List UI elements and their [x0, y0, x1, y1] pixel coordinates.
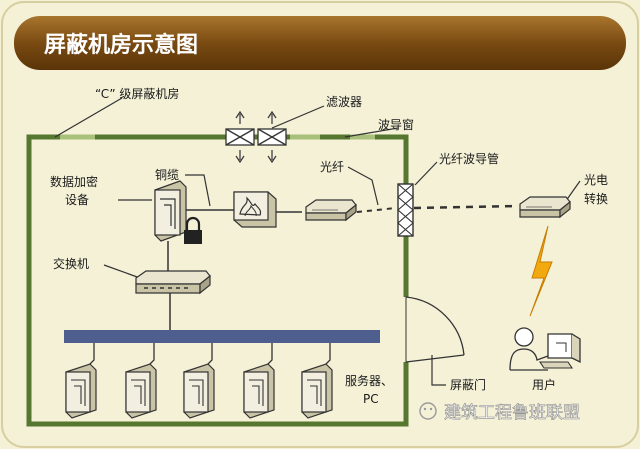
crypto-device-label-1: 数据加密 — [50, 174, 98, 189]
firewall-icon — [233, 191, 277, 228]
filter-right — [257, 110, 287, 164]
network-bus — [64, 330, 380, 343]
fiber-label: 光纤 — [320, 160, 344, 174]
server-icon — [301, 343, 333, 419]
server-icon — [125, 343, 157, 419]
watermark-text: 建筑工程鲁班联盟 — [444, 403, 580, 423]
copper-cable-label: 铜缆 — [155, 167, 179, 182]
crypto-device-label-2: 设备 — [65, 193, 89, 207]
server-label-1: 服务器、 — [345, 373, 393, 388]
server-icon — [183, 343, 215, 419]
fiber-inside — [356, 207, 397, 213]
oe-converter-label-1: 光电 — [584, 173, 608, 187]
wireless-lightning-icon — [529, 225, 553, 317]
watermark: 建筑工程鲁班联盟 — [419, 402, 580, 423]
filter-label: 滤波器 — [326, 95, 362, 109]
room-label: “C” 级屏蔽机房 — [95, 86, 179, 101]
server-label-2: PC — [363, 392, 379, 406]
fiber-waveguide-label: 光纤波导管 — [439, 151, 499, 166]
switch-icon — [135, 270, 211, 295]
optical-converter-icon — [519, 196, 571, 219]
server-icon — [65, 343, 97, 419]
user-icon — [509, 327, 581, 371]
switch-label: 交换机 — [53, 256, 89, 271]
shield-door — [405, 296, 465, 363]
crypto-device-icon — [154, 180, 202, 244]
oe-converter-label-2: 转换 — [584, 191, 608, 206]
wechat-icon — [419, 402, 437, 420]
fiber-outside — [413, 204, 519, 210]
optical-modem-inside-icon — [305, 199, 357, 222]
user-label: 用户 — [532, 377, 556, 392]
server-icon — [243, 343, 275, 419]
waveguide-window-label: 波导窗 — [378, 118, 414, 132]
shield-door-label: 屏蔽门 — [450, 377, 486, 392]
filter-left — [225, 110, 255, 164]
diagram-title: 屏蔽机房示意图 — [44, 32, 198, 58]
fiber-waveguide-tube-icon — [397, 183, 414, 237]
title-bar — [14, 16, 626, 70]
